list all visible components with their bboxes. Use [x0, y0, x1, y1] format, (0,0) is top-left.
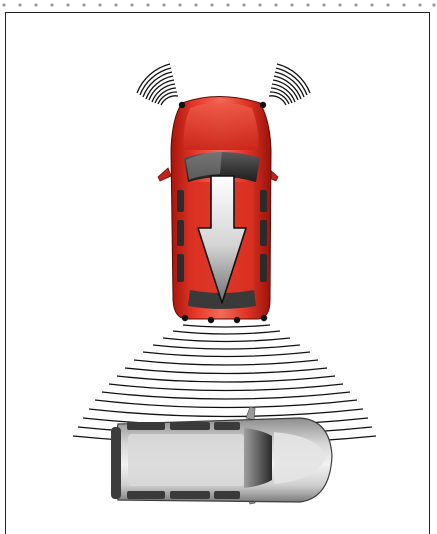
grey-car-icon: [111, 407, 332, 504]
front-right-sensor-wave-icon: [269, 64, 310, 105]
front-left-sensor-wave-icon: [137, 64, 178, 105]
